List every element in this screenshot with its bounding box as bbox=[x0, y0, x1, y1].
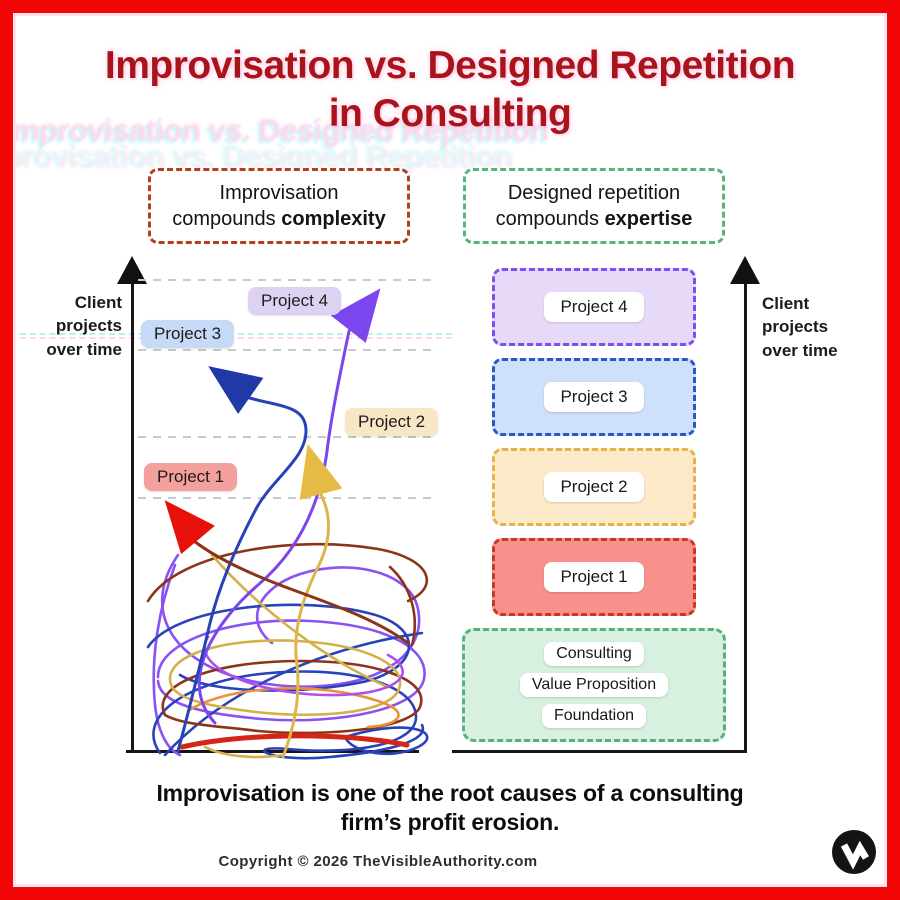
improvisation-callout: Improvisation compounds complexity bbox=[148, 168, 410, 244]
callout-text: compounds bbox=[495, 208, 605, 230]
callout-text: compounds bbox=[172, 208, 282, 230]
axis-label-line: Client bbox=[762, 294, 810, 313]
right-axis-label: Client projects over time bbox=[762, 292, 862, 362]
left-project1-label: Project 1 bbox=[144, 463, 238, 491]
designed-repetition-callout-line1: Designed repetition bbox=[507, 182, 681, 204]
left-project3-label: Project 3 bbox=[141, 320, 235, 348]
foundation-label-line3: Foundation bbox=[541, 704, 647, 728]
right-project2-box: Project 2 bbox=[492, 448, 696, 526]
left-x-axis bbox=[126, 750, 419, 753]
designed-repetition-callout: Designed repetition compounds expertise bbox=[463, 168, 725, 244]
right-axis-arrow-icon bbox=[730, 256, 760, 284]
gridlines bbox=[138, 279, 432, 499]
scribble-tangle bbox=[146, 542, 429, 760]
foundation-label-line1: Consulting bbox=[544, 642, 644, 666]
axis-label-line: over time bbox=[762, 340, 838, 360]
right-x-axis bbox=[452, 750, 747, 753]
right-project3-label: Project 3 bbox=[544, 382, 644, 412]
improvisation-callout-line1: Improvisation bbox=[219, 182, 339, 204]
axis-label-line: over time bbox=[46, 339, 122, 359]
title-ghost-artifact: Improvisation vs. Designed Repetition bbox=[4, 112, 549, 147]
improvisation-callout-line2: compounds complexity bbox=[172, 206, 385, 232]
logo-mark-icon bbox=[832, 830, 876, 874]
page-title-line2: in Consulting bbox=[328, 91, 572, 135]
project3-trajectory bbox=[176, 395, 308, 753]
callout-bold-word: complexity bbox=[281, 208, 386, 230]
axis-label-line: projects bbox=[762, 317, 829, 337]
left-axis-label: Client projects over time bbox=[30, 291, 122, 361]
page-title: Improvisation vs. Designed Repetition in… bbox=[0, 42, 900, 137]
right-project2-label: Project 2 bbox=[544, 472, 644, 502]
project4-arrowhead bbox=[330, 288, 381, 343]
statement-line1: Improvisation is one of the root causes … bbox=[156, 780, 744, 806]
visible-authority-logo bbox=[831, 829, 877, 875]
axis-label-line: Client bbox=[74, 293, 122, 312]
page-title-line1: Improvisation vs. Designed Repetition bbox=[104, 44, 796, 87]
statement-line2: firm’s profit erosion. bbox=[340, 808, 560, 835]
foundation-box: Consulting Value Proposition Foundation bbox=[462, 628, 726, 742]
project1-trajectory bbox=[192, 539, 410, 645]
project4-trajectory bbox=[197, 329, 351, 725]
left-y-axis bbox=[131, 262, 134, 752]
improvisation-scribble-chart bbox=[138, 279, 432, 760]
project-trajectories bbox=[176, 329, 410, 759]
right-project3-box: Project 3 bbox=[492, 358, 696, 436]
designed-repetition-callout-line2: compounds expertise bbox=[496, 206, 693, 232]
project3-arrowhead bbox=[208, 366, 264, 415]
project2-trajectory bbox=[281, 489, 330, 759]
right-project1-label: Project 1 bbox=[544, 562, 644, 592]
trajectory-arrowheads bbox=[164, 288, 381, 555]
right-project4-box: Project 4 bbox=[492, 268, 696, 346]
key-takeaway-statement: Improvisation is one of the root causes … bbox=[0, 779, 900, 837]
copyright-text: Copyright © 2026 TheVisibleAuthority.com bbox=[218, 853, 538, 870]
callout-bold-word: expertise bbox=[604, 208, 693, 230]
left-project2-label: Project 2 bbox=[345, 408, 439, 436]
title-ghost-artifact: Improvisation vs. Designed Repetition bbox=[0, 138, 511, 173]
right-project1-box: Project 1 bbox=[492, 538, 696, 616]
project1-arrowhead bbox=[164, 500, 215, 555]
foundation-label-line2: Value Proposition bbox=[519, 673, 669, 697]
right-project4-label: Project 4 bbox=[544, 292, 644, 322]
right-y-axis bbox=[744, 262, 747, 752]
left-project4-label: Project 4 bbox=[248, 287, 342, 315]
axis-label-line: projects bbox=[55, 316, 122, 336]
project2-arrowhead bbox=[299, 443, 343, 500]
